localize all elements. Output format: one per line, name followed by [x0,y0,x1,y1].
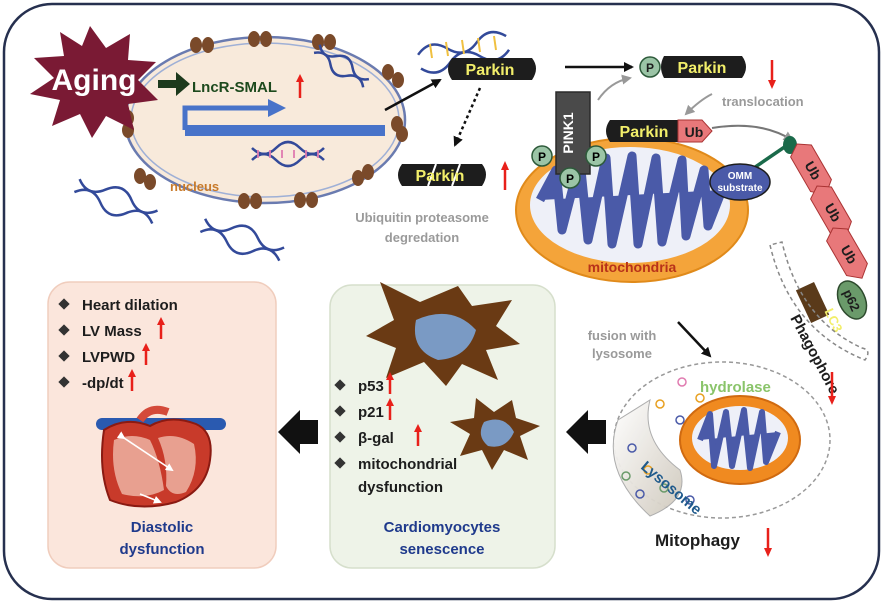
gene-bar [185,125,385,136]
pink1: PINK1 P P P [531,91,607,189]
nucleus-group: nucleus [122,31,408,209]
parkin-ub: Parkin Ub [606,119,713,143]
translocation-label: translocation [722,94,804,109]
curve-arrow-1 [597,74,632,101]
phospho-parkin-label: Parkin [678,60,727,77]
heart-item-2: LVPWD [82,349,135,366]
parkin-degraded-label: Parkin [416,168,465,185]
aging-burst: Aging [30,26,158,138]
heart-title-2: dysfunction [120,541,205,558]
arrow-to-degradation [453,87,482,147]
heart-item-3: -dp/dt [82,375,124,392]
heart-title-1: Diastolic [131,519,194,536]
phospho-parkin: P Parkin [639,56,746,78]
heart-item-0: Heart dilation [82,297,178,314]
ub-chain: Ub Ub Ub [790,143,868,279]
heart-panel: Heart dilation LV Mass LVPWD -dp/dt Dias… [47,281,277,569]
omm-substrate: OMM substrate [709,136,797,201]
ups-label-line2: degredation [385,230,459,245]
parkin-degraded: Parkin [398,163,486,187]
pink1-p2: P [592,150,600,164]
fusion-label-1: fusion with [588,328,657,343]
omm-label-1: OMM [728,171,752,182]
arrow-to-heart [278,410,318,454]
senescence-item-2: β-gal [358,430,394,447]
ub-transfer-arrow [711,124,794,142]
heart-list: Heart dilation LV Mass LVPWD -dp/dt [58,297,178,392]
heart-illustration [96,405,226,508]
ub-label-1: Ub [685,124,704,140]
ups-label-line1: Ubiquitin proteasome [355,210,489,225]
parkin-top-label: Parkin [466,62,515,79]
lncr-label: LncR-SMAL [192,79,277,96]
senescence-item-1: p21 [358,404,384,421]
senescence-item-3: mitochondrial [358,456,457,473]
dna-helix-small [313,44,370,88]
arrow-to-lysosome [677,321,712,358]
transcription-start-arrow [182,105,270,130]
autolysosome: hydrolase Lysosome [612,361,831,519]
mitochondria-label: mitochondria [588,259,677,275]
fusion-label-2: lysosome [592,346,652,361]
phagophore-membrane [769,241,869,361]
mitophagy-label: Mitophagy [655,531,741,550]
phospho-label: P [646,61,654,75]
curve-arrow-2 [684,93,713,116]
senescence-item-0: p53 [358,378,384,395]
senescence-title-2: senescence [399,541,484,558]
pink1-label: PINK1 [560,112,576,153]
cristae [536,151,727,249]
parkin-top: Parkin [448,58,536,80]
omm-label-2: substrate [717,183,762,194]
arrow-to-parkin [384,78,442,112]
dna-helix-nucleus [251,140,325,168]
hydrolase-label: hydrolase [700,379,771,396]
heart-item-1: LV Mass [82,323,142,340]
senescence-list: p53 p21 β-gal mitochondrial dysfunction [334,372,457,496]
nucleus-label: nucleus [170,179,219,194]
parkin-ub-label: Parkin [620,124,669,141]
senescence-item-3-extra: dysfunction [358,479,443,496]
aging-label: Aging [52,64,137,97]
pink1-p1: P [538,150,546,164]
senescence-title-1: Cardiomyocytes [384,519,501,536]
senescence-panel: p53 p21 β-gal mitochondrial dysfunction … [329,282,556,569]
arrow-to-senescence [566,410,606,454]
pink1-p3: P [566,172,574,186]
aging-arrow [158,72,190,96]
